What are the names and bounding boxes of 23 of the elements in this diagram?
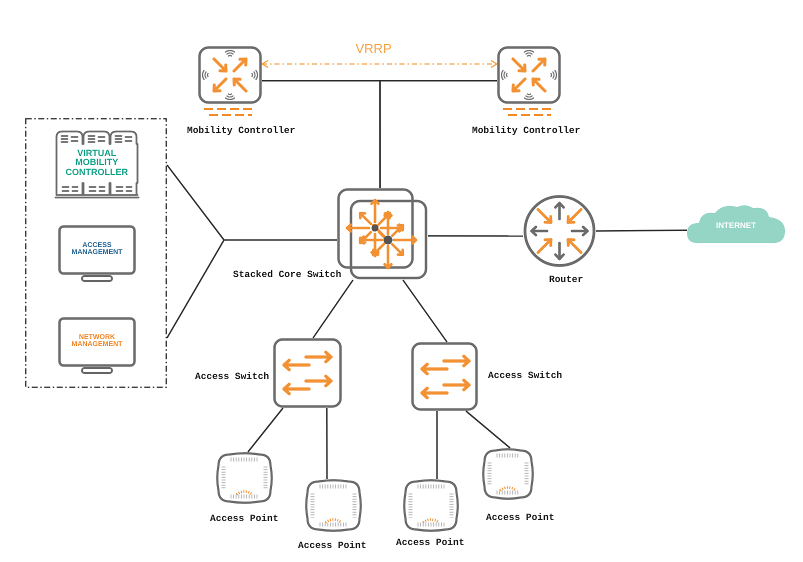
connector-line xyxy=(379,80,497,188)
connector-line xyxy=(402,280,448,342)
connector-line xyxy=(312,280,354,338)
connector-line xyxy=(428,235,523,237)
node-label: Access Point xyxy=(396,537,464,549)
connector-line xyxy=(436,411,438,479)
node-label: Mobility Controller xyxy=(472,125,580,137)
connector-line xyxy=(326,408,328,479)
node-label: Stacked Core Switch xyxy=(233,269,342,281)
connector-line xyxy=(166,164,338,339)
node-label: Access Switch xyxy=(488,370,562,382)
node-label: Mobility Controller xyxy=(187,125,296,137)
connector-line xyxy=(465,410,511,449)
node-label: INTERNET xyxy=(716,222,756,230)
node-label: VIRTUAL MOBILITY CONTROLLER xyxy=(66,148,128,178)
node-label: Access Point xyxy=(298,540,366,552)
connector-line xyxy=(596,229,687,232)
node-label: Access Point xyxy=(486,512,554,524)
node-label: Router xyxy=(549,274,584,286)
connector-line xyxy=(247,408,284,452)
dashed-arrow xyxy=(261,60,498,68)
node-label: Access Point xyxy=(210,513,278,525)
node-label: Access Switch xyxy=(195,371,270,383)
